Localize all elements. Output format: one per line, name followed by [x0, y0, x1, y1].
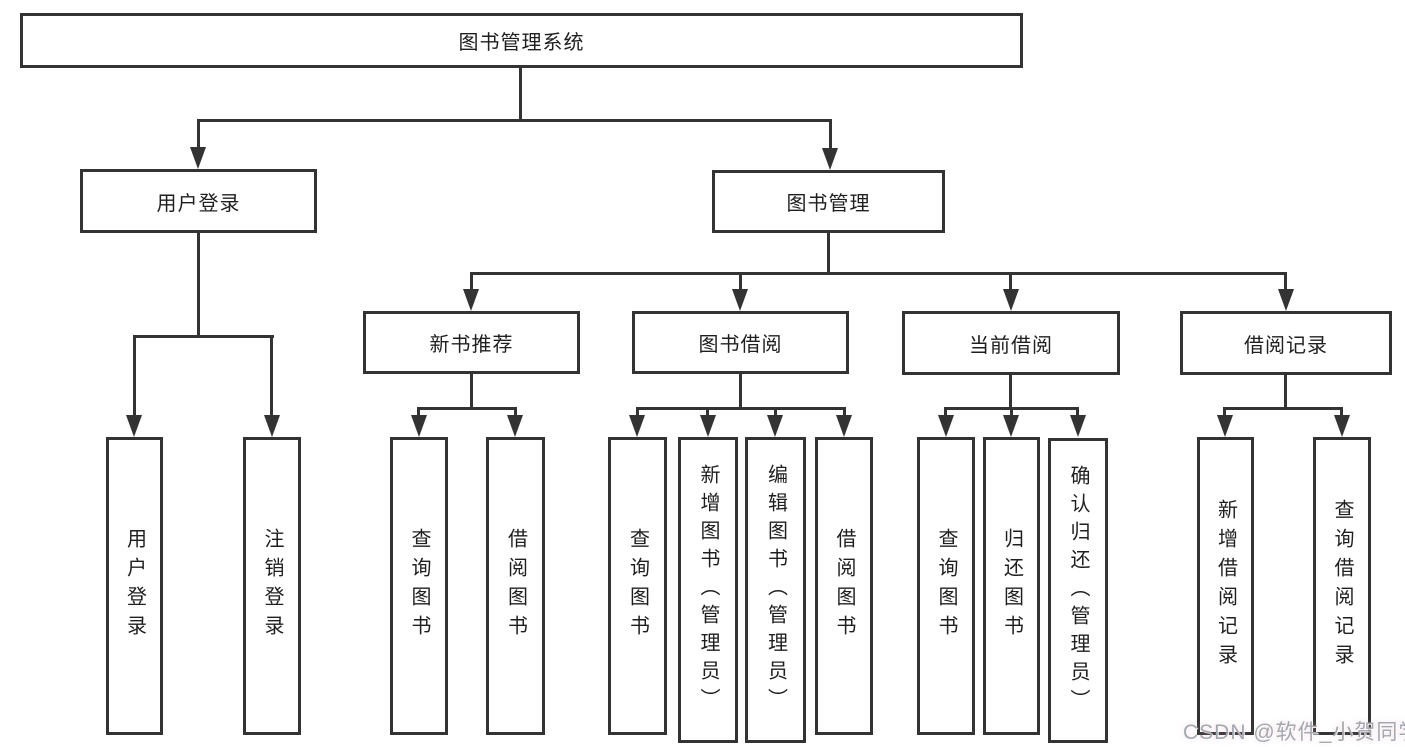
node-library-system: 图书管理系统 — [20, 13, 1023, 68]
connector-root-stem — [519, 68, 522, 120]
connector-drop — [1010, 407, 1013, 417]
arrow-down-icon — [126, 415, 142, 437]
leaf-current-return-books-label: 归还图书 — [1000, 528, 1023, 644]
connector-drop-recommend — [470, 272, 473, 290]
arrow-down-icon — [836, 415, 852, 437]
connector-drop-user-login — [197, 119, 200, 148]
arrow-down-icon — [411, 415, 427, 437]
connector-drop — [774, 407, 777, 417]
connector-drop — [843, 407, 846, 417]
arrow-down-icon — [1217, 415, 1233, 437]
leaf-borrow-edit-books-admin-label: 编辑图书（管理员） — [764, 464, 787, 716]
node-new-book-recommend-label: 新书推荐 — [429, 334, 514, 356]
arrow-down-icon — [507, 415, 523, 437]
leaf-borrow-add-books-admin-label: 新增图书（管理员） — [697, 464, 719, 716]
leaf-records-query-record: 查询借阅记录 — [1313, 437, 1371, 735]
arrow-down-icon — [1003, 415, 1019, 437]
arrow-down-icon — [463, 289, 479, 311]
connector-root-rail — [197, 119, 831, 122]
connector-drop — [1223, 407, 1226, 417]
connector-drop-current — [1009, 272, 1012, 290]
node-user-login: 用户登录 — [80, 169, 317, 233]
leaf-current-confirm-return-admin-label: 确认归还（管理员） — [1067, 464, 1089, 717]
connector-mgmt-rail — [470, 272, 1286, 275]
node-current-borrowing: 当前借阅 — [902, 311, 1120, 375]
arrow-down-icon — [822, 148, 838, 170]
node-new-book-recommend: 新书推荐 — [363, 311, 580, 374]
leaf-logout: 注销登录 — [243, 437, 301, 735]
leaf-borrow-edit-books-admin: 编辑图书（管理员） — [745, 437, 806, 743]
connector-drop-borrow — [739, 272, 742, 290]
connector-login-stem — [197, 233, 200, 335]
leaf-logout-label: 注销登录 — [261, 528, 283, 644]
connector-login-rail — [133, 335, 274, 338]
leaf-borrow-query-books-label: 查询图书 — [626, 528, 649, 644]
connector-drop-leaf-login — [133, 335, 136, 415]
leaf-records-add-record-label: 新增借阅记录 — [1214, 499, 1237, 673]
arrow-down-icon — [629, 415, 645, 437]
connector-drop — [1076, 407, 1079, 417]
node-book-borrowing: 图书借阅 — [632, 311, 849, 374]
arrow-down-icon — [264, 415, 280, 437]
leaf-recommend-query-books: 查询图书 — [390, 437, 448, 735]
leaf-current-return-books: 归还图书 — [983, 437, 1040, 735]
arrow-down-icon — [732, 289, 748, 311]
leaf-records-add-record: 新增借阅记录 — [1197, 437, 1254, 735]
arrow-down-icon — [1003, 289, 1019, 311]
leaf-user-login: 用户登录 — [106, 437, 163, 735]
connector-recommend-rail — [417, 407, 517, 410]
leaf-records-query-record-label: 查询借阅记录 — [1331, 499, 1353, 673]
leaf-recommend-borrow-books-label: 借阅图书 — [504, 528, 527, 644]
leaf-current-query-books: 查询图书 — [917, 437, 975, 735]
node-book-management-label: 图书管理 — [786, 193, 871, 215]
connector-drop — [1340, 407, 1343, 417]
connector-drop-records — [1284, 272, 1287, 290]
leaf-current-query-books-label: 查询图书 — [935, 528, 957, 644]
connector-drop-leaf-logout — [270, 335, 273, 415]
connector-recommend-stem — [470, 374, 473, 409]
connector-mgmt-stem — [827, 233, 830, 274]
connector-drop — [636, 407, 639, 417]
node-book-borrowing-label: 图书借阅 — [698, 334, 783, 356]
node-library-system-label: 图书管理系统 — [458, 32, 585, 54]
leaf-borrow-add-books-admin: 新增图书（管理员） — [678, 437, 738, 743]
connector-drop — [417, 407, 420, 417]
connector-records-stem — [1284, 375, 1287, 409]
leaf-borrow-query-books: 查询图书 — [608, 437, 667, 735]
leaf-recommend-query-books-label: 查询图书 — [408, 528, 430, 644]
connector-drop — [706, 407, 709, 417]
leaf-user-login-label: 用户登录 — [123, 528, 146, 644]
connector-current-stem — [1009, 375, 1012, 409]
node-current-borrowing-label: 当前借阅 — [969, 334, 1053, 357]
connector-borrow-stem — [739, 374, 742, 409]
connector-records-rail — [1223, 407, 1343, 410]
arrow-down-icon — [1070, 415, 1086, 437]
leaf-borrow-borrow-books: 借阅图书 — [815, 437, 873, 735]
arrow-down-icon — [767, 415, 783, 437]
arrow-down-icon — [938, 415, 954, 437]
node-book-management: 图书管理 — [712, 170, 945, 233]
connector-borrow-rail — [636, 407, 846, 410]
arrow-down-icon — [1334, 415, 1350, 437]
leaf-recommend-borrow-books: 借阅图书 — [486, 437, 545, 735]
arrow-down-icon — [190, 147, 206, 169]
leaf-borrow-borrow-books-label: 借阅图书 — [833, 528, 855, 644]
node-borrowing-records: 借阅记录 — [1180, 311, 1392, 375]
node-user-login-label: 用户登录 — [156, 192, 241, 215]
connector-drop-book-mgmt — [829, 119, 832, 149]
leaf-current-confirm-return-admin: 确认归还（管理员） — [1048, 438, 1108, 743]
connector-drop — [514, 407, 517, 417]
connector-drop — [944, 407, 947, 417]
node-borrowing-records-label: 借阅记录 — [1244, 334, 1328, 357]
csdn-watermark: CSDN @软件_小贺同学 — [1183, 721, 1405, 744]
arrow-down-icon — [1278, 289, 1294, 311]
arrow-down-icon — [700, 415, 716, 437]
